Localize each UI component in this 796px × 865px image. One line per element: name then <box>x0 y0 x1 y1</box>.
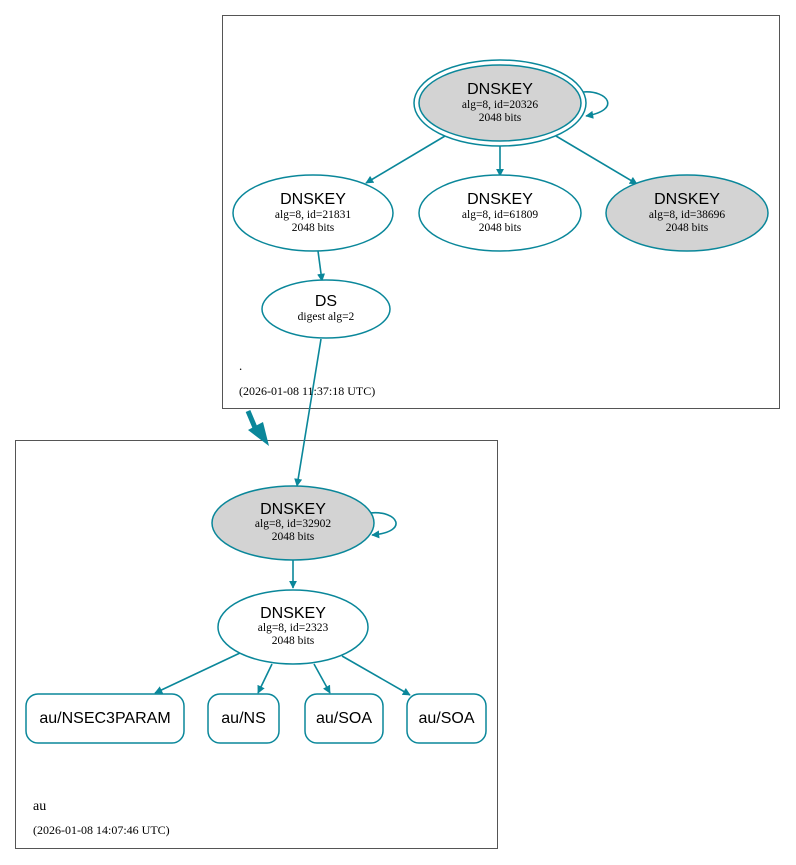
au-zone-name: au <box>33 799 46 814</box>
node-detail: alg=8, id=32902 <box>255 518 331 530</box>
node-detail: digest alg=2 <box>298 311 355 323</box>
node-detail: 2048 bits <box>272 531 315 543</box>
node-dnskey-20326[interactable]: DNSKEY alg=8, id=20326 2048 bits <box>413 59 587 147</box>
node-detail: alg=8, id=2323 <box>258 622 329 634</box>
record-nsec3param[interactable]: au/NSEC3PARAM <box>25 693 185 744</box>
au-zone-box <box>15 440 498 849</box>
record-label: au/NS <box>221 710 265 727</box>
record-label: au/NSEC3PARAM <box>39 710 170 727</box>
record-label: au/SOA <box>316 710 372 727</box>
node-title: DNSKEY <box>280 191 346 208</box>
node-dnskey-2323[interactable]: DNSKEY alg=8, id=2323 2048 bits <box>217 589 369 665</box>
root-zone-name: . <box>239 358 242 373</box>
record-ns[interactable]: au/NS <box>207 693 280 744</box>
edge-20326-self <box>582 91 609 119</box>
node-title: DNSKEY <box>260 501 326 518</box>
edge-20326-21831 <box>365 135 446 184</box>
node-detail: 2048 bits <box>666 222 709 234</box>
edge-ds-32902 <box>294 338 322 487</box>
node-detail: 2048 bits <box>272 635 315 647</box>
edge-2323-soa2 <box>341 655 411 696</box>
node-title: DNSKEY <box>467 81 533 98</box>
au-zone-timestamp: (2026-01-08 14:07:46 UTC) <box>33 823 170 837</box>
edge-2323-soa1 <box>313 663 331 694</box>
root-zone-timestamp: (2026-01-08 11:37:18 UTC) <box>239 384 375 398</box>
edge-21831-ds <box>317 250 326 282</box>
node-title: DS <box>315 293 337 310</box>
record-label: au/SOA <box>418 710 474 727</box>
node-detail: alg=8, id=20326 <box>462 99 538 111</box>
node-title: DNSKEY <box>654 191 720 208</box>
record-soa[interactable]: au/SOA <box>304 693 384 744</box>
edge-2323-nsec3param <box>154 652 241 694</box>
node-detail: 2048 bits <box>479 112 522 124</box>
node-detail: alg=8, id=38696 <box>649 209 725 221</box>
root-zone-box <box>222 15 780 409</box>
node-detail: alg=8, id=61809 <box>462 209 538 221</box>
node-title: DNSKEY <box>260 605 326 622</box>
node-dnskey-61809[interactable]: DNSKEY alg=8, id=61809 2048 bits <box>418 174 582 252</box>
node-dnskey-32902[interactable]: DNSKEY alg=8, id=32902 2048 bits <box>211 485 375 561</box>
record-soa[interactable]: au/SOA <box>406 693 487 744</box>
edge-2323-ns <box>257 663 273 694</box>
node-dnskey-21831[interactable]: DNSKEY alg=8, id=21831 2048 bits <box>232 174 394 252</box>
edge-20326-38696 <box>555 135 638 185</box>
node-detail: alg=8, id=21831 <box>275 209 351 221</box>
node-detail: 2048 bits <box>292 222 335 234</box>
node-dnskey-38696[interactable]: DNSKEY alg=8, id=38696 2048 bits <box>605 174 769 252</box>
node-ds[interactable]: DS digest alg=2 <box>261 279 391 339</box>
edge-32902-self <box>369 512 397 539</box>
delegation-arrow <box>245 410 269 446</box>
node-title: DNSKEY <box>467 191 533 208</box>
node-detail: 2048 bits <box>479 222 522 234</box>
